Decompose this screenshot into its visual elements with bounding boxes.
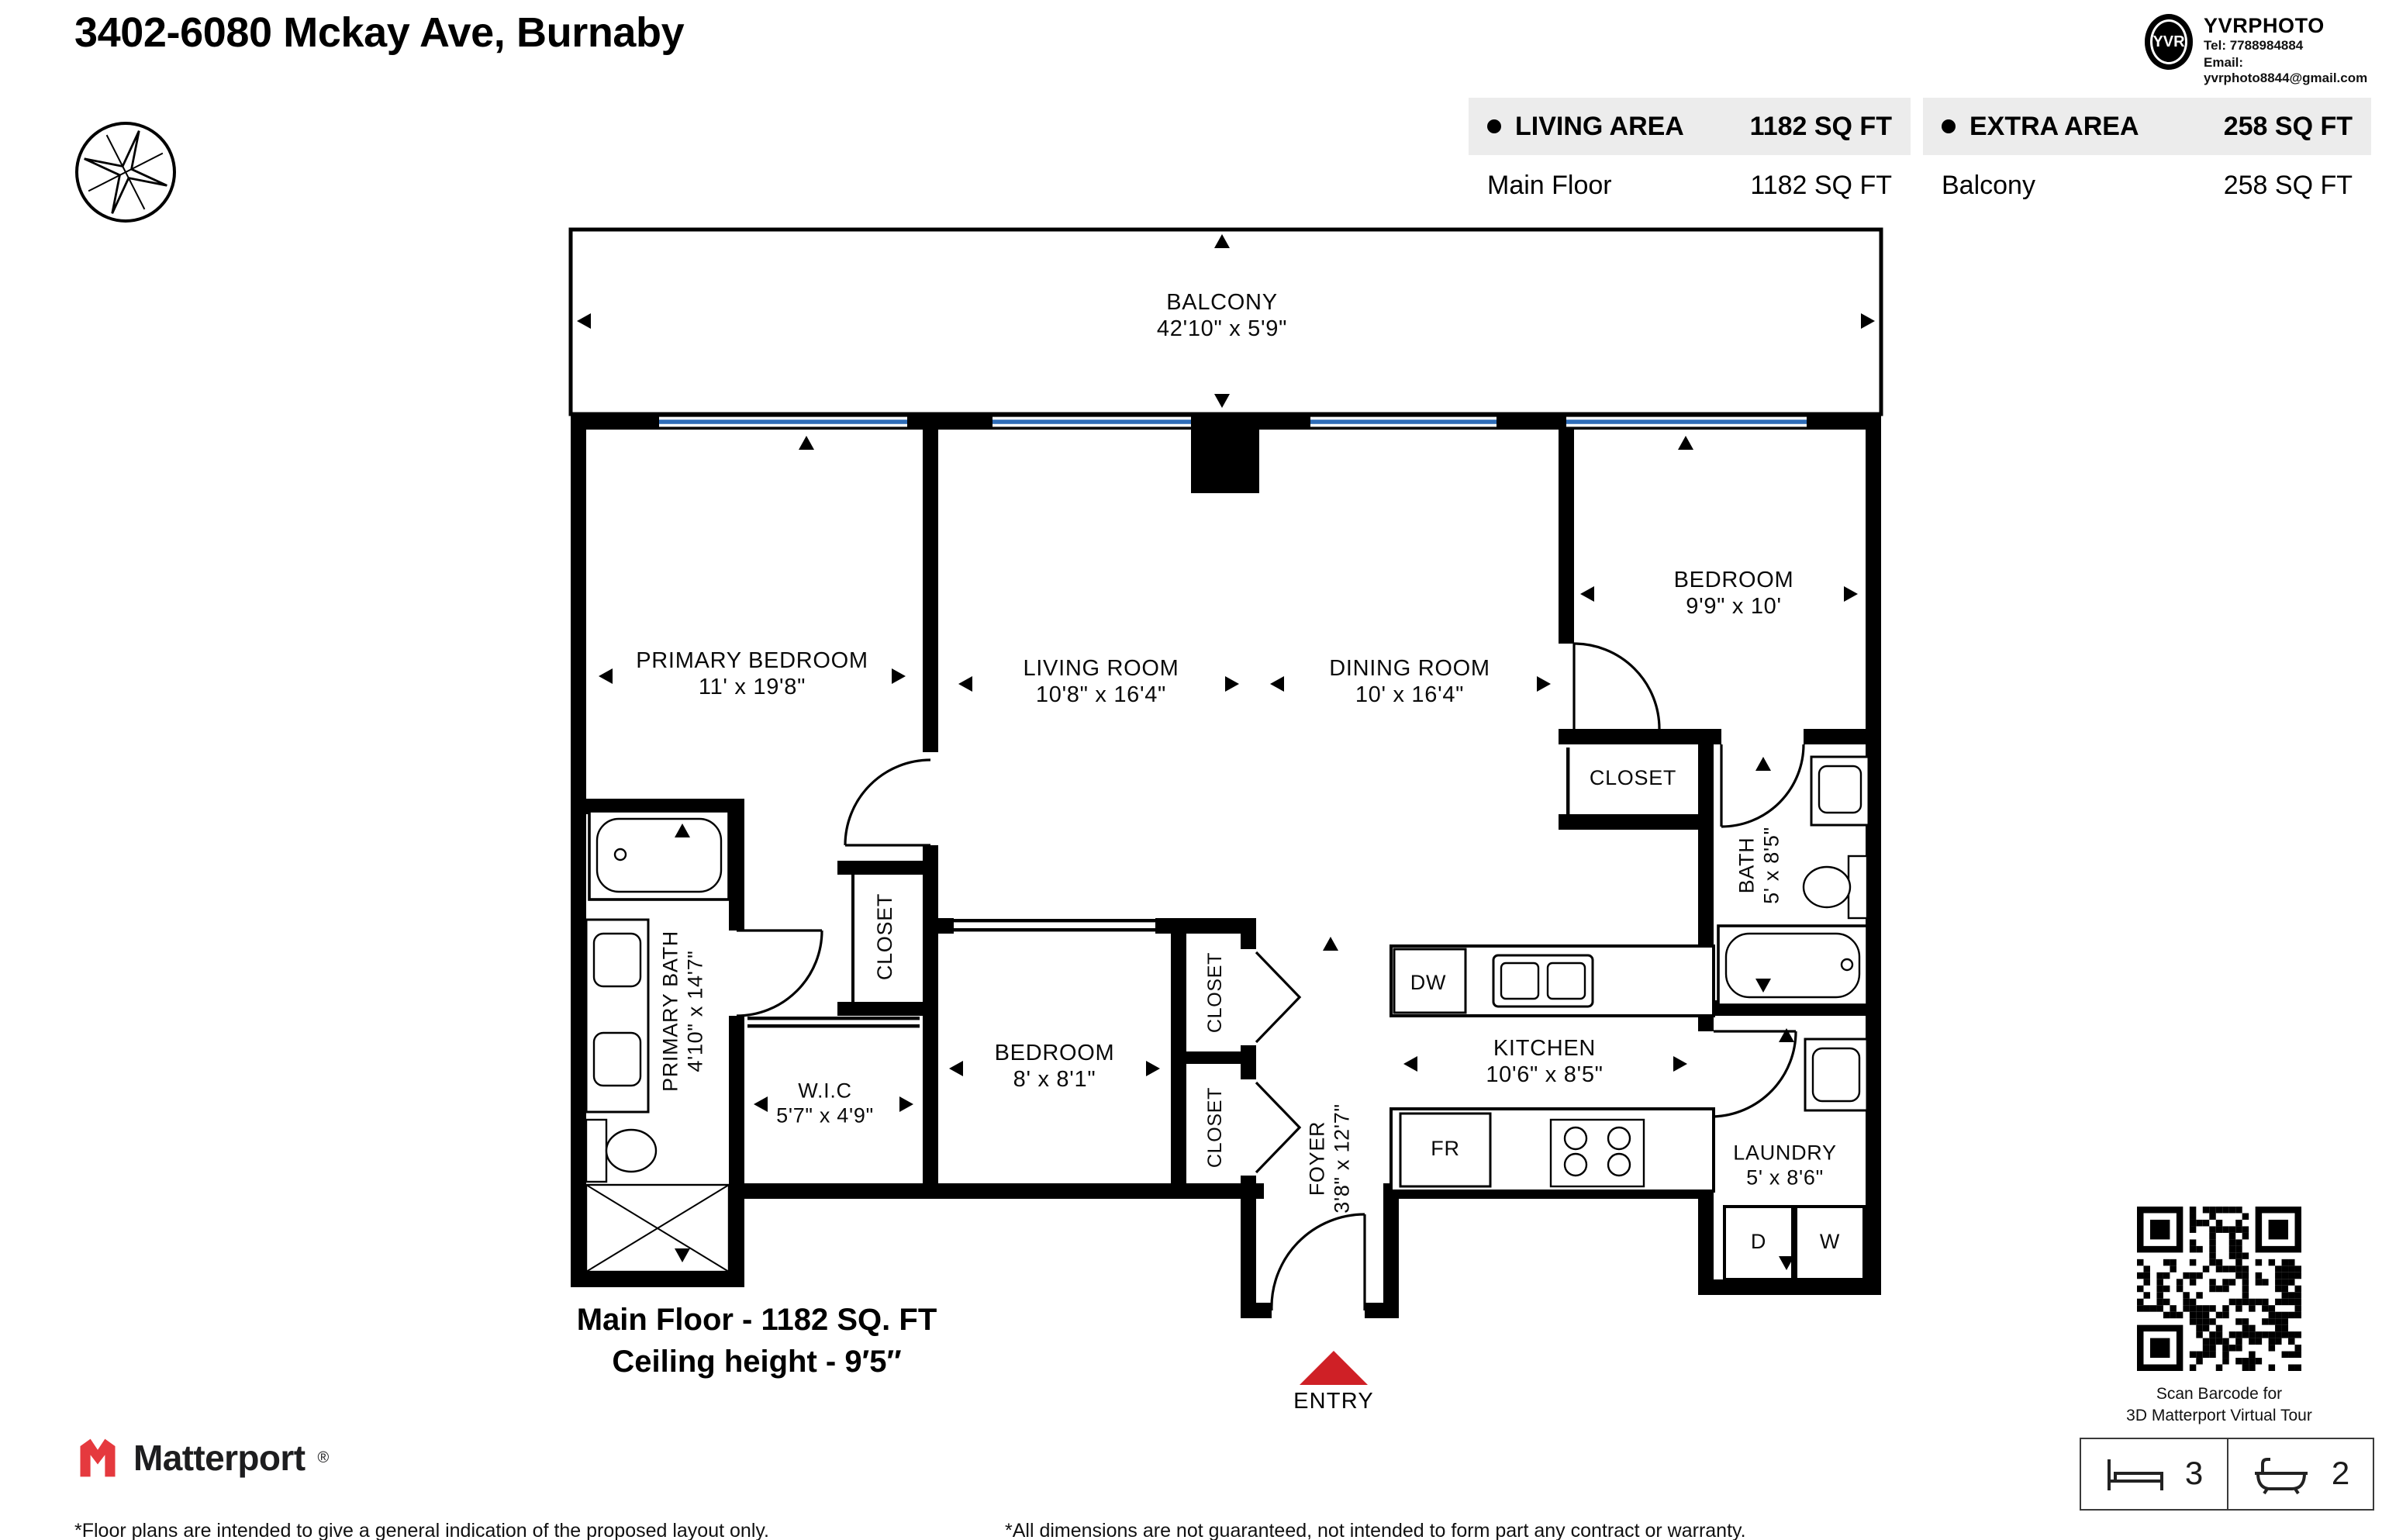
- qr-caption-line1: Scan Barcode for: [2156, 1385, 2283, 1404]
- floor-caption-line1: Main Floor - 1182 SQ. FT: [576, 1303, 937, 1338]
- dishwasher-box: [1393, 948, 1467, 1014]
- entry-label: ENTRY: [1293, 1390, 1374, 1414]
- appliance-label-washer: W: [1819, 1229, 1841, 1253]
- bullet-icon: [1487, 119, 1501, 133]
- vendor-name: YVRPHOTO: [2204, 14, 2325, 37]
- appliance-label-dryer: D: [1750, 1229, 1767, 1253]
- bed-count-cell: 3: [2081, 1439, 2228, 1509]
- dimension-arrows: [577, 234, 1875, 1270]
- matterport-wordmark: Matterport: [133, 1437, 306, 1477]
- vendor-tel: Tel: 7788984884: [2204, 37, 2304, 53]
- living-area-total: 1182 SQ FT: [1749, 111, 1892, 140]
- room-label-closet-hall-1: CLOSET: [1204, 951, 1226, 1034]
- stove-icon: [1549, 1118, 1645, 1188]
- sliding-doors: [747, 748, 1570, 1028]
- vendor-logo: YVR YVRPHOTO Tel: 7788984884 Email: yvrp…: [2145, 14, 2382, 87]
- page-title: 3402-6080 Mckay Ave, Burnaby: [74, 9, 685, 56]
- appliance-label-dishwasher: DW: [1410, 970, 1447, 994]
- footer-disclaimer-right: *All dimensions are not guaranteed, not …: [1005, 1520, 1746, 1540]
- qr-caption-line2: 3D Matterport Virtual Tour: [2126, 1407, 2312, 1425]
- bed-bath-stats: 3 2: [2080, 1438, 2374, 1511]
- vendor-logo-icon: YVR: [2145, 14, 2194, 70]
- matterport-logo: Matterport ®: [74, 1435, 329, 1481]
- bath-count: 2: [2331, 1455, 2350, 1491]
- bath-fixtures: [585, 755, 1870, 1273]
- extra-area-label: EXTRA AREA: [1969, 111, 2139, 140]
- qr-code: [2137, 1207, 2301, 1371]
- footer-disclaimer-left: *Floor plans are intended to give a gene…: [74, 1520, 769, 1540]
- floor-caption-line2: Ceiling height - 9′5″: [612, 1345, 902, 1379]
- windows: [659, 414, 1807, 430]
- living-area-label: LIVING AREA: [1515, 111, 1684, 140]
- extra-area-summary: EXTRA AREA 258 SQ FT Balcony 258 SQ FT: [1923, 98, 2371, 202]
- extra-area-row-value: 258 SQ FT: [2223, 171, 2353, 200]
- room-label-closet-hall-2: CLOSET: [1204, 1086, 1226, 1169]
- extra-area-row-label: Balcony: [1942, 171, 2035, 200]
- bed-icon: [2107, 1459, 2163, 1490]
- compass-icon: [73, 119, 178, 225]
- bath-icon: [2255, 1457, 2308, 1494]
- bath2-toilet-icon: [1847, 855, 1869, 920]
- dryer-box: [1723, 1205, 1794, 1281]
- fridge-box: [1399, 1112, 1492, 1188]
- washer-box: [1794, 1205, 1866, 1281]
- bullet-icon: [1942, 119, 1956, 133]
- extra-area-total: 258 SQ FT: [2223, 111, 2353, 140]
- appliance-label-fridge: FR: [1431, 1136, 1460, 1160]
- doors: [736, 642, 1805, 1311]
- primary-toilet-icon: [585, 1118, 608, 1183]
- bed-count: 3: [2184, 1455, 2204, 1491]
- matterport-logo-icon: [80, 1438, 116, 1477]
- bath-count-cell: 2: [2228, 1439, 2373, 1509]
- vendor-email: Email: yvrphoto8844@gmail.com: [2204, 54, 2368, 86]
- room-label-closet-dining: CLOSET: [1589, 765, 1677, 789]
- living-area-summary: LIVING AREA 1182 SQ FT Main Floor 1182 S…: [1469, 98, 1911, 202]
- kitchen-fixtures: [1390, 944, 1715, 1193]
- living-area-row-value: 1182 SQ FT: [1750, 171, 1892, 200]
- entry-arrow-icon: [1300, 1351, 1368, 1385]
- registered-mark: ®: [317, 1449, 330, 1466]
- living-area-row-label: Main Floor: [1487, 171, 1612, 200]
- laundry-fixtures: [1723, 1038, 1869, 1281]
- room-label-closet-primary: CLOSET: [872, 893, 896, 981]
